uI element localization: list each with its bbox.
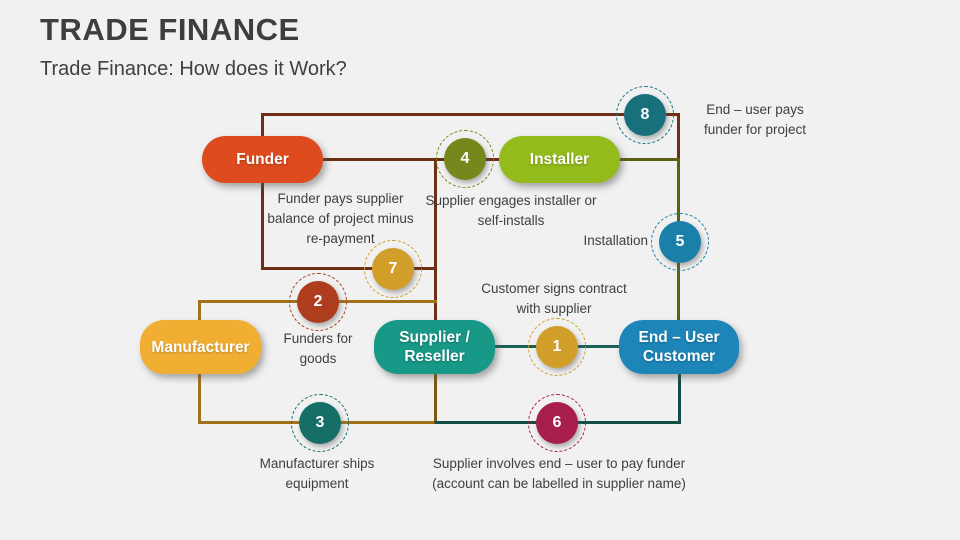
caption-enduser-pays: End – user pays funder for project <box>703 102 807 137</box>
step-badge-ring-5 <box>651 213 709 271</box>
node-label: Reseller <box>404 348 465 365</box>
step-badge-1: 1 <box>536 326 578 368</box>
connector-line <box>261 267 437 270</box>
connector-line <box>261 181 264 270</box>
step-badge-3: 3 <box>299 402 341 444</box>
node-label: Installer <box>529 151 590 168</box>
step-badge-ring-7 <box>364 240 422 298</box>
connector-line <box>323 158 501 161</box>
caption-funders-goods: Funders for goods <box>283 331 353 366</box>
connector-line <box>261 113 680 116</box>
caption-installation: Installation <box>583 233 648 248</box>
caption-manufacturer-ships: Manufacturer ships equipment <box>259 456 375 491</box>
step-badge-6: 6 <box>536 402 578 444</box>
node-installer: Installer <box>499 136 620 183</box>
step-badge-ring-1 <box>528 318 586 376</box>
caption-customer-signs: Customer signs contract with supplier <box>481 281 627 316</box>
page-title: TRADE FINANCE <box>40 12 300 47</box>
caption-funder-pays: Funder pays supplier balance of project … <box>267 191 414 246</box>
step-badge-ring-4 <box>436 130 494 188</box>
step-badge-ring-3 <box>291 394 349 452</box>
step-badge-4: 4 <box>444 138 486 180</box>
step-badge-5: 5 <box>659 221 701 263</box>
step-badge-ring-2 <box>289 273 347 331</box>
step-badge-ring-6 <box>528 394 586 452</box>
connector-line <box>677 113 680 160</box>
node-label: Manufacturer <box>151 338 250 356</box>
connector-line <box>618 158 680 161</box>
step-badge-8: 8 <box>624 94 666 136</box>
connector-line <box>434 373 437 424</box>
connector-line <box>261 113 264 138</box>
node-label: Supplier / <box>399 329 470 346</box>
step-badge-2: 2 <box>297 281 339 323</box>
connector-line <box>678 373 681 424</box>
page-subtitle: Trade Finance: How does it Work? <box>40 58 347 80</box>
node-funder: Funder <box>202 136 323 183</box>
node-manufacturer: Manufacturer <box>140 320 261 374</box>
node-supplier-reseller: Supplier / Reseller <box>374 320 495 374</box>
caption-supplier-involves: Supplier involves end – user to pay fund… <box>432 456 686 491</box>
step-badge-7: 7 <box>372 248 414 290</box>
connector-line <box>434 158 437 322</box>
node-label: Funder <box>236 151 289 168</box>
caption-supplier-engages: Supplier engages installer or self-insta… <box>425 193 597 228</box>
step-badge-ring-8 <box>616 86 674 144</box>
node-label: End – User <box>638 329 720 346</box>
node-label: Customer <box>642 348 716 365</box>
